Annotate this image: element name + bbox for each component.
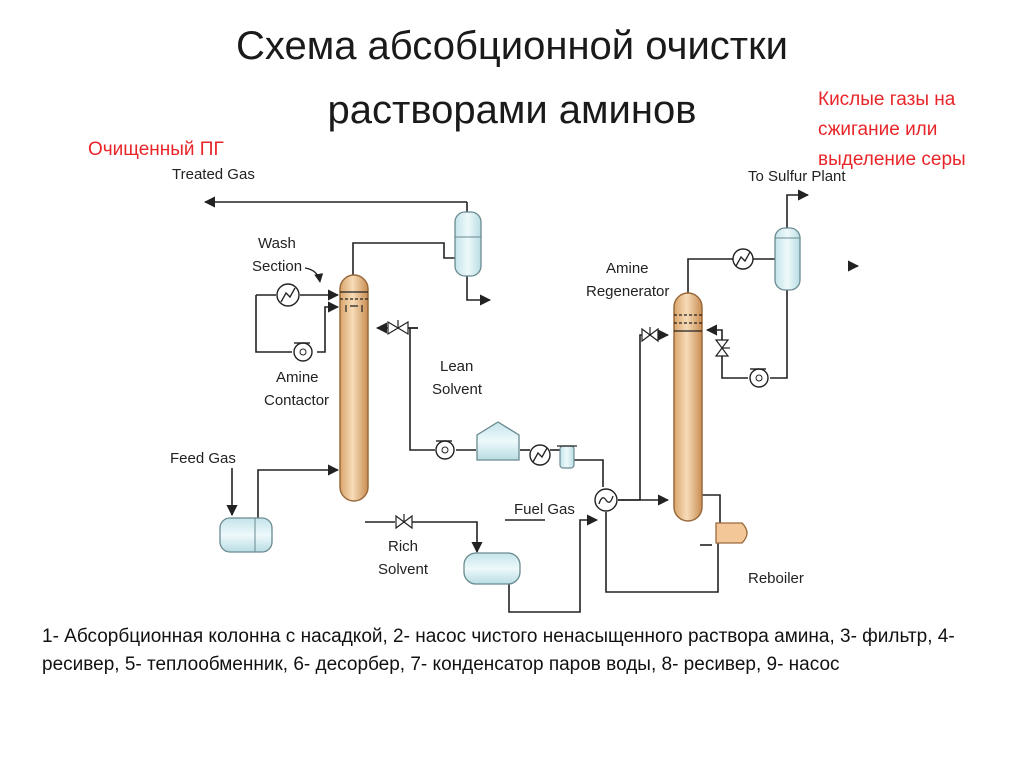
- amine-regenerator-column: [673, 292, 703, 522]
- amine-regenerator-label-1: Amine: [606, 260, 649, 277]
- wash-cooler-icon: [276, 283, 300, 307]
- rich-valve-icon: [395, 514, 413, 530]
- wash-label: Wash: [258, 235, 296, 252]
- to-sulfur-plant-label: To Sulfur Plant: [748, 168, 846, 185]
- feed-gas-separator: [219, 517, 273, 553]
- flash-drum: [463, 552, 521, 585]
- page-title-line-1: Схема абсобционной очистки: [236, 24, 788, 68]
- lean-valve-icon: [387, 320, 409, 336]
- lean-solvent-pump-icon: [435, 440, 455, 460]
- amine-contactor-column: [339, 274, 369, 502]
- lean-solvent-label-1: Lean: [440, 358, 473, 375]
- heat-exchanger-icon: [594, 488, 618, 512]
- amine-regenerator-label-2: Regenerator: [586, 283, 669, 300]
- fuel-gas-label: Fuel Gas: [514, 501, 575, 518]
- treated-gas-drum: [454, 211, 482, 277]
- condenser-icon: [732, 248, 754, 270]
- amine-contactor-label-2: Contactor: [264, 392, 329, 409]
- reflux-valve-icon: [714, 339, 730, 357]
- amine-contactor-label-1: Amine: [276, 369, 319, 386]
- treated-gas-annotation: Очищенный ПГ: [88, 139, 224, 160]
- regen-feed-valve-icon: [641, 327, 659, 343]
- wash-pump-icon: [293, 342, 313, 362]
- process-piping: [203, 189, 860, 613]
- reboiler-label: Reboiler: [748, 570, 804, 587]
- rich-solvent-label-1: Rich: [388, 538, 418, 555]
- acid-gas-annotation-line-3: выделение серы: [818, 149, 966, 170]
- lean-solvent-tank: [476, 421, 520, 461]
- acid-gas-annotation-line-1: Кислые газы на: [818, 89, 956, 110]
- equipment-legend: 1- Абсорбционная колонна с насадкой, 2- …: [42, 626, 955, 675]
- reflux-pump-icon: [749, 368, 769, 388]
- reflux-drum: [774, 227, 801, 291]
- lean-cooler-icon: [529, 444, 551, 466]
- lean-solvent-label-2: Solvent: [432, 381, 483, 398]
- filter: [559, 445, 575, 469]
- reboiler: [715, 522, 748, 544]
- section-label: Section: [252, 258, 302, 275]
- rich-solvent-label-2: Solvent: [378, 561, 429, 578]
- treated-gas-label: Treated Gas: [172, 166, 255, 183]
- feed-gas-label: Feed Gas: [170, 450, 236, 467]
- acid-gas-annotation-line-2: сжигание или: [818, 119, 938, 140]
- page-title-line-2: растворами аминов: [327, 88, 697, 132]
